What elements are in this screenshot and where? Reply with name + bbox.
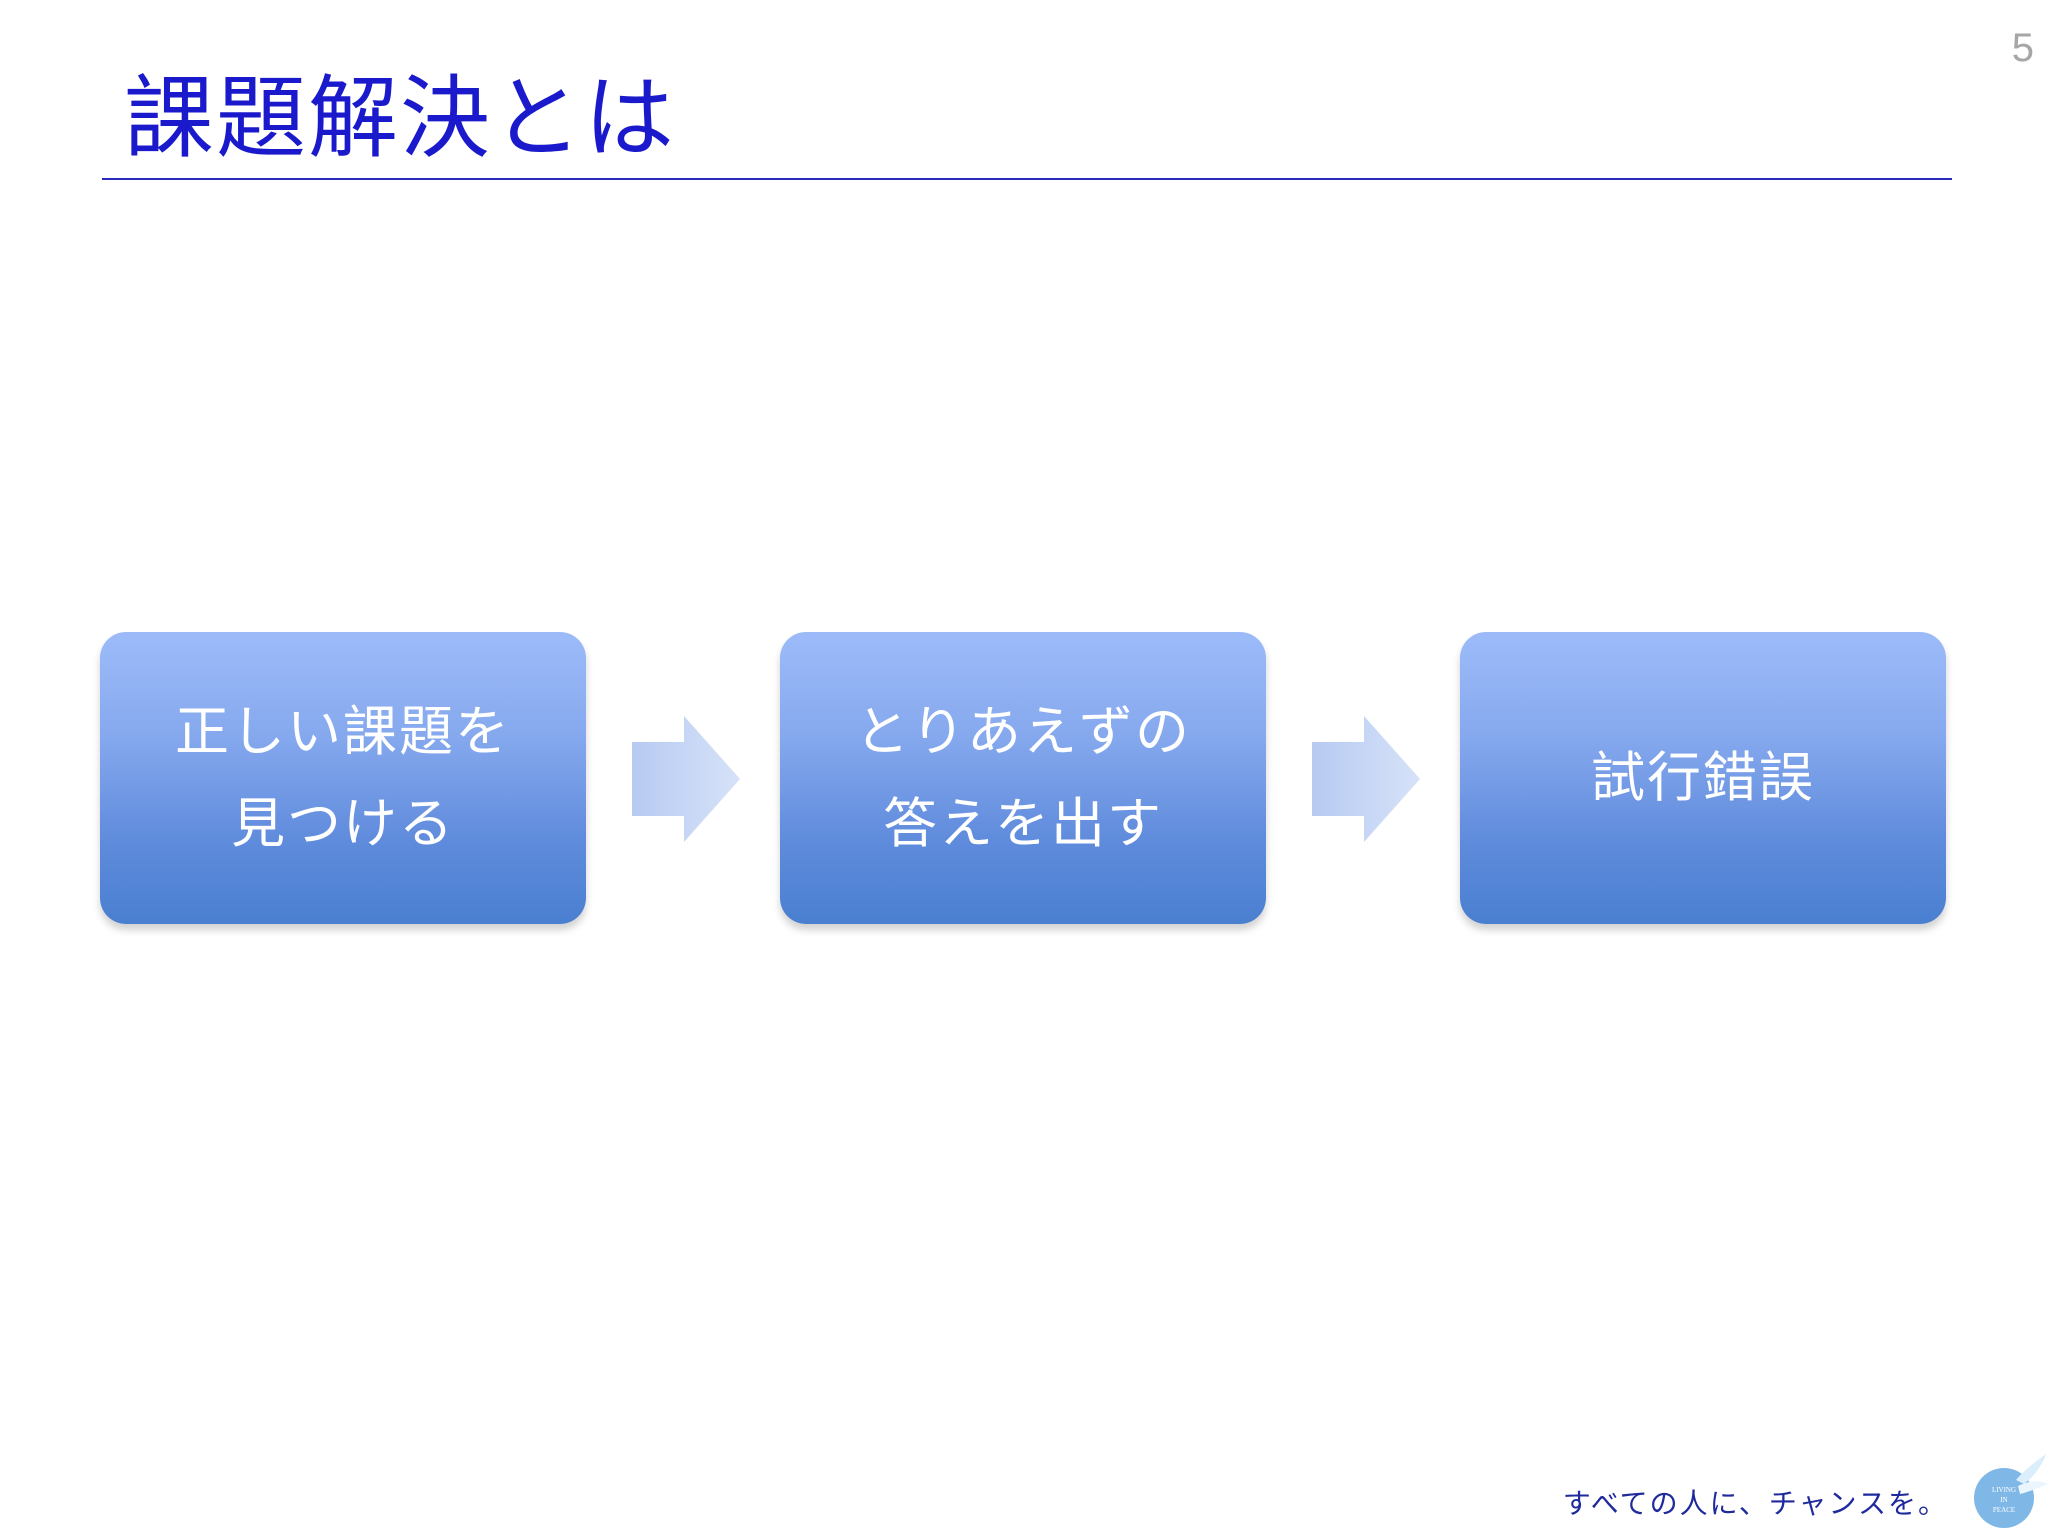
right-arrow-icon — [1312, 716, 1420, 842]
step-3-line-1: 試行錯誤 — [1591, 746, 1815, 809]
right-arrow-icon — [632, 716, 740, 842]
logo-line-3: PEACE — [1993, 1506, 2015, 1514]
step-1-line-1: 正しい課題を — [175, 700, 511, 763]
title-divider — [102, 178, 1952, 180]
step-box-trial-and-error: 試行錯誤 — [1460, 632, 1946, 924]
step-2-line-2: 答えを出す — [883, 792, 1163, 855]
step-2-line-1: とりあえずの — [855, 700, 1191, 763]
logo-line-1: LIVING — [1992, 1486, 2016, 1494]
page-number: 5 — [2011, 26, 2034, 70]
step-box-find-problem: 正しい課題を 見つける — [100, 632, 586, 924]
logo-line-2: IN — [2000, 1496, 2007, 1504]
step-1-line-2: 見つける — [231, 792, 455, 855]
slide-title: 課題解決とは — [124, 66, 676, 171]
step-box-first-answer: とりあえずの 答えを出す — [780, 632, 1266, 924]
living-in-peace-logo: LIVING IN PEACE — [1974, 1454, 2048, 1528]
footer-tagline: すべての人に、チャンスを。 — [1562, 1487, 1948, 1520]
